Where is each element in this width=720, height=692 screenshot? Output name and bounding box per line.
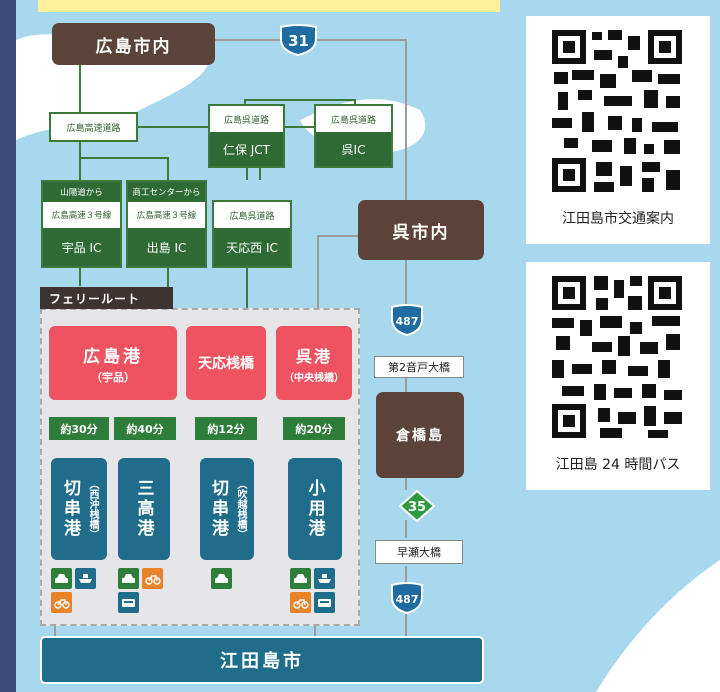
koyo-port-box: 小用港: [288, 458, 342, 560]
kirikushi-fuki-label: 切串港: [208, 479, 228, 539]
route-487-shield-top: 487: [391, 304, 423, 337]
bus-icon: [314, 592, 335, 613]
kirikushi-nishi-label: 切串港: [60, 479, 80, 539]
hiroshima-center-box: 広島市内: [52, 23, 215, 65]
time-badge-1: 約30分: [49, 417, 109, 440]
hiroshima-expressway-box: 広島高速道路: [49, 112, 138, 142]
hayase-bridge-box: 早瀬大橋: [375, 540, 463, 564]
niho-jct-box: 広島呉道路 仁保 JCT: [208, 104, 285, 168]
kirikushi-fuki-port-box: 切串港 （吹越桟橋）: [200, 458, 254, 560]
edajima-city-box: 江田島市: [40, 636, 484, 684]
kure-port-box: 呉港 （中央桟橋）: [276, 326, 352, 400]
kure-port-sub: （中央桟橋）: [284, 372, 344, 384]
hiroshima-port-label: 広島港: [83, 346, 143, 367]
kirikushi-nishi-sub: （西沖桟橋）: [87, 479, 98, 539]
car-icon: [51, 568, 72, 589]
kure-center-box: 呉市内: [358, 200, 484, 260]
koyo-label: 小用港: [304, 479, 325, 539]
bicycle-icon: [142, 568, 163, 589]
deshima-ic-label: 出島 IC: [128, 228, 205, 266]
boat-icon: [314, 568, 335, 589]
route-487-top-label: 487: [396, 315, 419, 328]
ondo-bridge-label: 第2音戸大橋: [388, 361, 450, 374]
hk3-label-a: 広島高速３号線: [43, 202, 120, 228]
kirikushi-fuki-sub: （吹越桟橋）: [235, 479, 246, 539]
kure-ic-label: 呉IC: [316, 132, 391, 166]
hiroshima-expressway-label: 広島高速道路: [66, 123, 121, 134]
ondo-bridge-box: 第2音戸大橋: [374, 356, 464, 378]
car-icon: [211, 568, 232, 589]
car-icon: [290, 568, 311, 589]
left-stripe: [0, 0, 16, 692]
tenno-pier-box: 天応桟橋: [186, 326, 266, 400]
from-sanyo-label: 山陽道から: [43, 182, 120, 202]
route-35-label: 35: [408, 500, 426, 515]
hirokure-label-1: 広島呉道路: [210, 106, 283, 132]
boat-icon: [75, 568, 96, 589]
route-487-bottom-label: 487: [396, 593, 419, 606]
ujina-ic-label: 宇品 IC: [43, 228, 120, 266]
ujina-ic-box: 山陽道から 広島高速３号線 宇品 IC: [41, 180, 122, 268]
route-35-shield: 35: [398, 489, 436, 523]
time-badge-2: 約40分: [114, 417, 176, 440]
from-shoko-label: 商工センターから: [128, 182, 205, 202]
qr-caption-24h-pass: 江田島 24 時間パス: [555, 457, 681, 473]
tennonishi-ic-label: 天応西 IC: [214, 228, 290, 266]
car-icon: [118, 568, 139, 589]
hiroshima-center-label: 広島市内: [95, 36, 172, 57]
route-487-shield-bottom: 487: [391, 582, 423, 615]
qr-caption-traffic-guide: 江田島市交通案内: [562, 211, 674, 227]
top-band: [38, 0, 500, 12]
qr-code-traffic-guide: [548, 26, 686, 196]
niho-jct-label: 仁保 JCT: [210, 132, 283, 166]
bus-icon: [118, 592, 139, 613]
tenno-pier-label: 天応桟橋: [198, 356, 254, 372]
time-badge-4: 約20分: [283, 417, 345, 440]
tennonishi-ic-box: 広島呉道路 天応西 IC: [212, 200, 292, 268]
kurahashi-island-box: 倉橋島: [376, 392, 464, 478]
kirikushi-nishi-port-box: 切串港 （西沖桟橋）: [51, 458, 107, 560]
mitaka-port-box: 三高港: [118, 458, 170, 560]
kure-port-label: 呉港: [295, 346, 332, 366]
mitaka-label: 三高港: [133, 479, 154, 539]
hirokure-label-2: 広島呉道路: [316, 106, 391, 132]
bicycle-icon: [290, 592, 311, 613]
edajima-city-label: 江田島市: [220, 651, 304, 672]
hayase-bridge-label: 早瀬大橋: [397, 546, 441, 559]
ferry-route-label: フェリールート: [40, 287, 173, 309]
qr-panel-24h-pass[interactable]: 江田島 24 時間パス: [526, 262, 710, 490]
route-31-label: 31: [288, 32, 309, 50]
qr-panel-traffic-guide[interactable]: 江田島市交通案内: [526, 16, 710, 244]
hirokure-label-3: 広島呉道路: [214, 202, 290, 228]
hiroshima-port-sub: （宇品）: [91, 370, 135, 384]
bicycle-icon: [51, 592, 72, 613]
kure-ic-box: 広島呉道路 呉IC: [314, 104, 393, 168]
hiroshima-port-box: 広島港 （宇品）: [49, 326, 177, 400]
time-badge-3: 約12分: [195, 417, 257, 440]
deshima-ic-box: 商工センターから 広島高速３号線 出島 IC: [126, 180, 207, 268]
hk3-label-b: 広島高速３号線: [128, 202, 205, 228]
route-31-shield: 31: [280, 24, 317, 57]
kurahashi-label: 倉橋島: [396, 428, 444, 444]
qr-code-24h-pass: [548, 272, 686, 442]
kure-center-label: 呉市内: [392, 222, 450, 243]
